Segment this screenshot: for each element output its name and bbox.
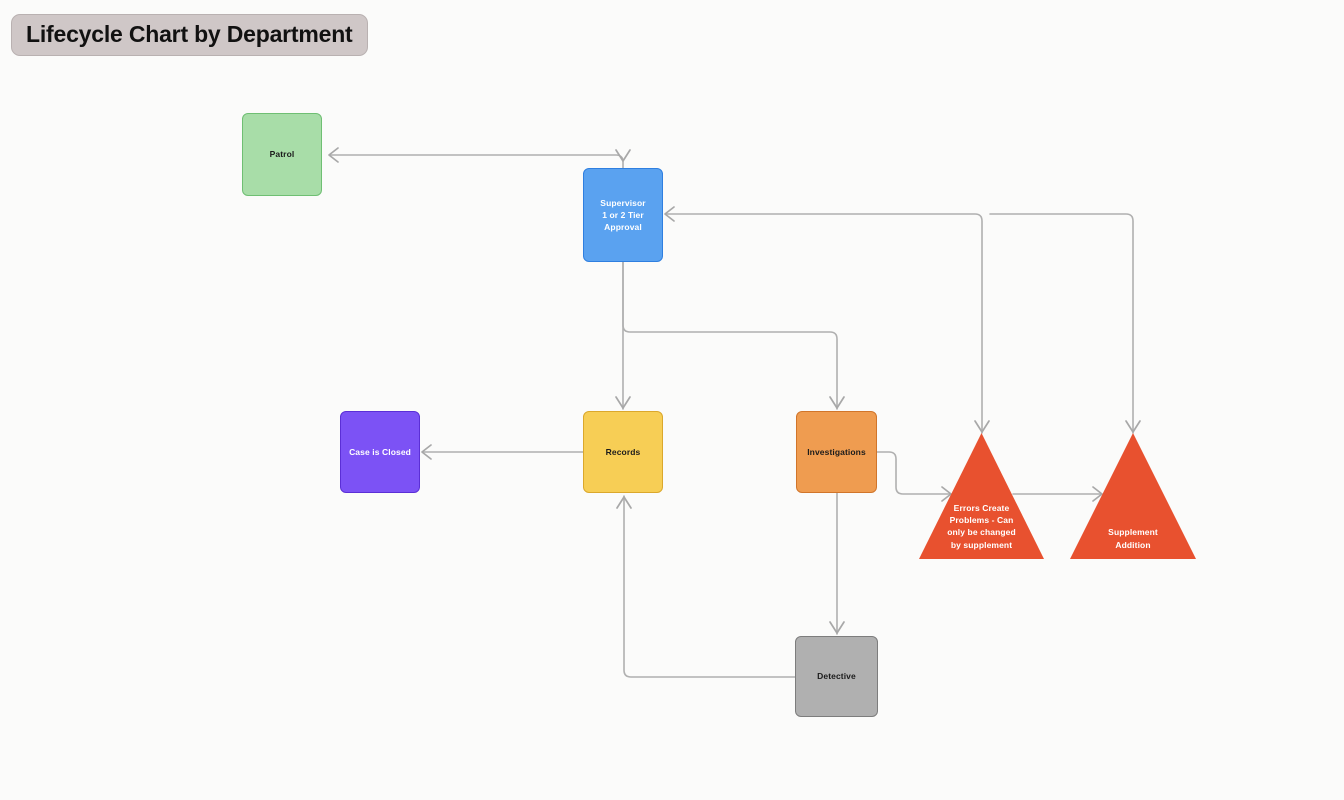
page-title: Lifecycle Chart by Department bbox=[11, 14, 368, 57]
node-label: Detective bbox=[817, 671, 856, 682]
edge-supervisor-to-investigations bbox=[622, 261, 845, 410]
triangle-shape bbox=[1070, 433, 1196, 559]
node-label: Supplement Addition bbox=[1108, 527, 1158, 550]
edge-errors-to-supplement-addition bbox=[1012, 486, 1103, 502]
edge-supervisor-to-patrol bbox=[328, 147, 631, 169]
edge-detective-to-records bbox=[616, 495, 796, 678]
node-label: Case is Closed bbox=[349, 446, 411, 457]
node-supervisor[interactable]: Supervisor 1 or 2 Tier Approval bbox=[583, 168, 663, 262]
node-label: Patrol bbox=[269, 149, 295, 160]
node-label: Supervisor 1 or 2 Tier Approval bbox=[600, 197, 646, 233]
node-patrol[interactable]: Patrol bbox=[242, 113, 322, 196]
node-label: Records bbox=[605, 446, 641, 457]
edge-records-to-case-is-closed bbox=[421, 444, 584, 460]
node-label: Investigations bbox=[807, 446, 866, 457]
edge-investigations-to-detective bbox=[829, 492, 845, 635]
edge-errors-to-supervisor bbox=[664, 206, 990, 434]
edge-supplement-addition-to-supervisor bbox=[989, 213, 1141, 434]
node-case-is-closed[interactable]: Case is Closed bbox=[340, 411, 420, 493]
node-errors-create-problems[interactable]: Errors Create Problems - Can only be cha… bbox=[919, 433, 1044, 559]
edge-investigations-to-errors bbox=[876, 451, 952, 502]
node-records[interactable]: Records bbox=[583, 411, 663, 493]
node-investigations[interactable]: Investigations bbox=[796, 411, 877, 493]
node-detective[interactable]: Detective bbox=[795, 636, 878, 717]
node-supplement-addition[interactable]: Supplement Addition bbox=[1070, 433, 1196, 559]
triangle-shape bbox=[919, 433, 1044, 559]
node-label: Errors Create Problems - Can only be cha… bbox=[947, 502, 1016, 550]
